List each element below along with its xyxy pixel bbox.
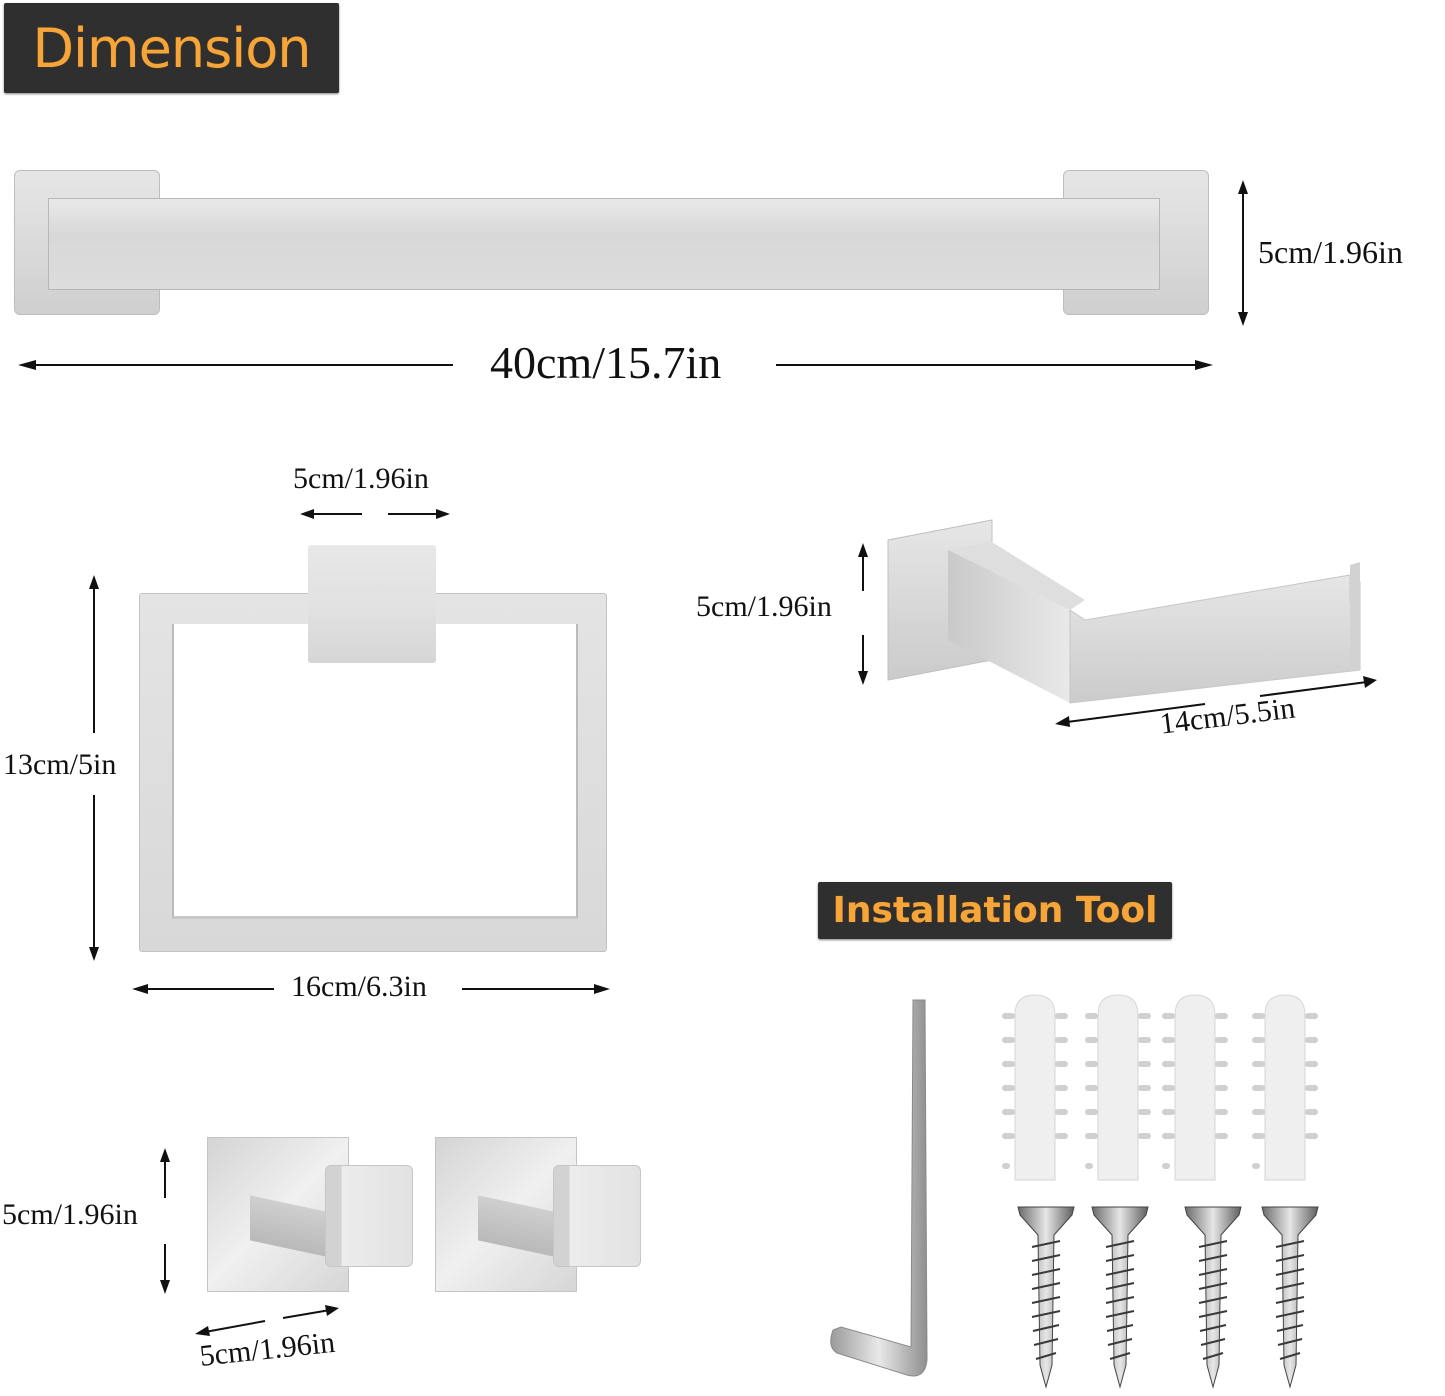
hex-key-icon <box>830 999 928 1377</box>
installation-tool-banner: Installation Tool <box>818 882 1172 939</box>
installation-tool-title: Installation Tool <box>832 890 1158 931</box>
towel-ring-height-label: 13cm/5in <box>3 748 117 781</box>
wall-anchor-icon <box>1002 994 1068 1181</box>
wall-anchor-icon <box>1162 994 1228 1181</box>
dimension-title: Dimension <box>32 16 311 80</box>
towel-bar-length-label: 40cm/15.7in <box>490 337 722 388</box>
wall-anchor-icon <box>1085 994 1151 1181</box>
towel-bar-height-arrow <box>1238 180 1248 326</box>
dimension-banner: Dimension <box>4 3 339 93</box>
towel-bar-length-arrow <box>18 360 1213 370</box>
tp-holder-height-arrow <box>858 543 868 685</box>
robe-hook-width-arrow <box>195 1305 339 1336</box>
towel-ring-opening <box>172 624 578 919</box>
tp-holder-height-label: 5cm/1.96in <box>696 590 832 623</box>
wall-anchor-icon <box>1252 994 1318 1181</box>
robe-hook-tip <box>553 1165 641 1267</box>
robe-hook-height-arrow <box>160 1148 170 1294</box>
towel-ring-width-arrow <box>132 984 610 994</box>
towel-ring-mount-front <box>308 593 436 663</box>
towel-bar-height-label: 5cm/1.96in <box>1258 234 1403 270</box>
towel-ring-height-arrow <box>89 575 99 961</box>
tp-holder-length-arrow <box>1055 676 1377 727</box>
screw-icon <box>1184 1206 1242 1389</box>
towel-bar-rod <box>48 198 1160 290</box>
screw-icon <box>1017 1206 1075 1389</box>
robe-hook-tip <box>325 1165 413 1267</box>
screw-icon <box>1261 1206 1319 1389</box>
screw-icon <box>1091 1206 1149 1389</box>
robe-hook-height-label: 5cm/1.96in <box>2 1198 138 1231</box>
toilet-paper-holder <box>887 519 1361 704</box>
towel-ring-mount-width-label: 5cm/1.96in <box>293 462 429 495</box>
towel-ring-width-label: 16cm/6.3in <box>291 970 427 1003</box>
towel-ring-mount-width-arrow <box>300 509 450 519</box>
